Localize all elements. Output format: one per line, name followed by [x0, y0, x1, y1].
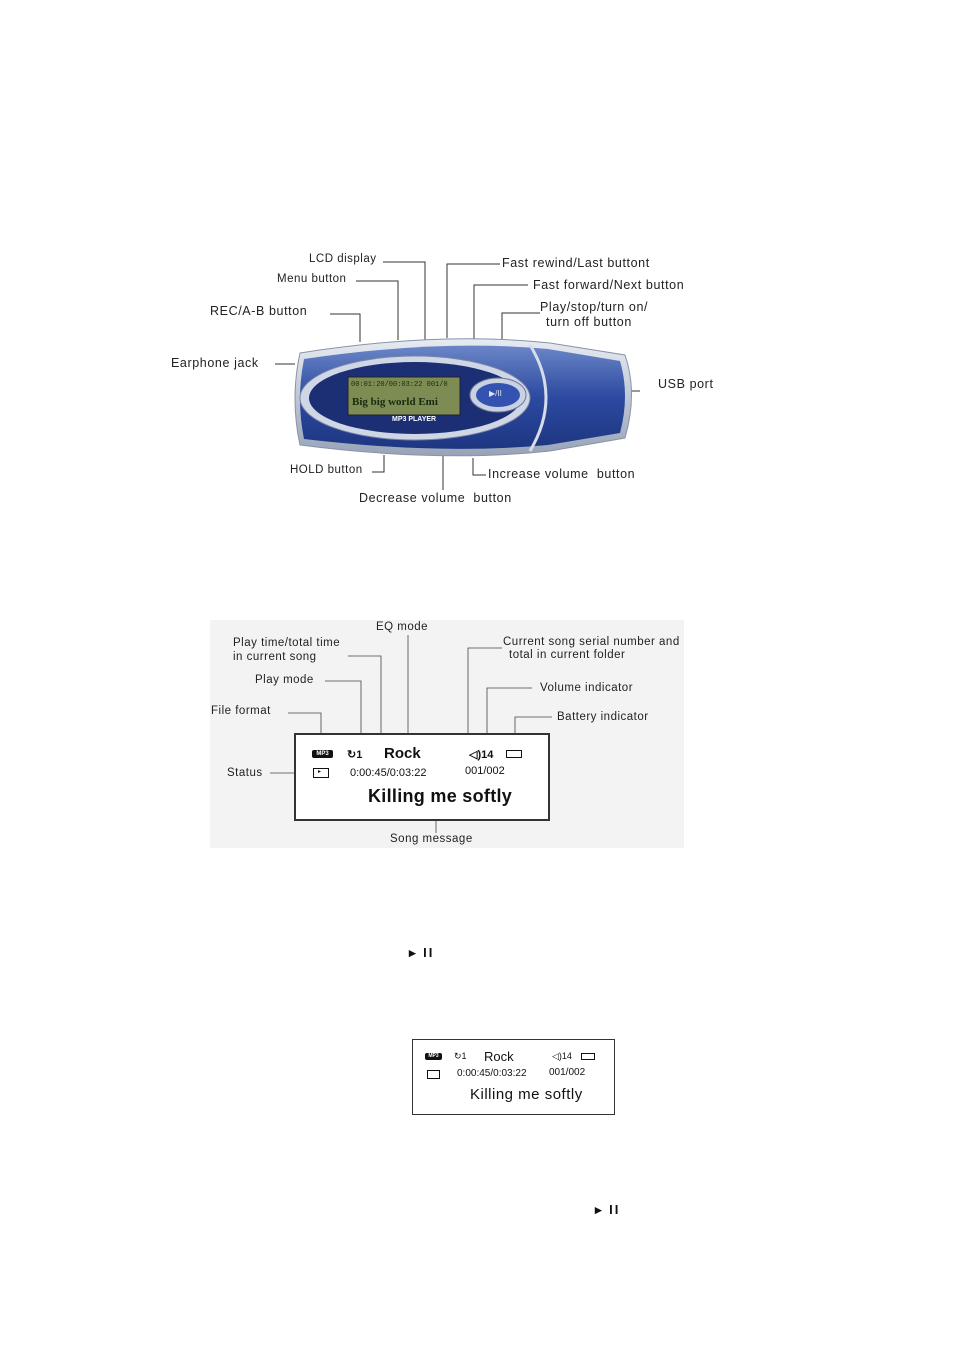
play-time-label-line1: Play time/total time — [233, 637, 340, 649]
volume-indicator-label: Volume indicator — [540, 682, 633, 694]
serial-label-line1: Current song serial number and — [503, 636, 680, 648]
play-mode-icon: ↻1 — [347, 748, 362, 761]
song-message-label: Song message — [390, 833, 473, 845]
eq-mode-text: Rock — [384, 745, 421, 762]
serial-label-line2: total in current folder — [509, 649, 625, 661]
small-play-time-text: 0:00:45/0:03:22 — [457, 1068, 527, 1079]
eq-mode-label: EQ mode — [376, 621, 428, 633]
file-format-label: File format — [211, 705, 271, 717]
small-status-icon — [427, 1070, 440, 1079]
status-play-glyph: ▸ — [318, 768, 321, 775]
battery-indicator-icon — [506, 750, 522, 758]
play-pause-icon-2: ▸ II — [595, 1202, 620, 1218]
small-file-format-icon: MP3 — [425, 1053, 442, 1060]
battery-indicator-label: Battery indicator — [557, 711, 649, 723]
play-time-label-line2: in current song — [233, 651, 317, 663]
play-mode-label: Play mode — [255, 674, 314, 686]
serial-number-text: 001/002 — [465, 765, 505, 777]
file-format-icon: MP3 — [312, 750, 333, 758]
play-time-text: 0:00:45/0:03:22 — [350, 767, 426, 779]
volume-indicator-icon: ◁)14 — [469, 748, 493, 761]
small-volume-icon: ◁)14 — [552, 1051, 572, 1062]
song-message-text: Killing me softly — [368, 786, 512, 807]
small-play-mode-icon: ↻1 — [454, 1051, 467, 1062]
small-battery-icon — [581, 1053, 595, 1060]
status-label: Status — [227, 767, 263, 779]
play-pause-icon: ▸ II — [409, 945, 434, 961]
small-eq-mode-text: Rock — [484, 1049, 514, 1064]
small-song-message-text: Killing me softly — [470, 1086, 583, 1103]
small-serial-number-text: 001/002 — [549, 1067, 585, 1078]
